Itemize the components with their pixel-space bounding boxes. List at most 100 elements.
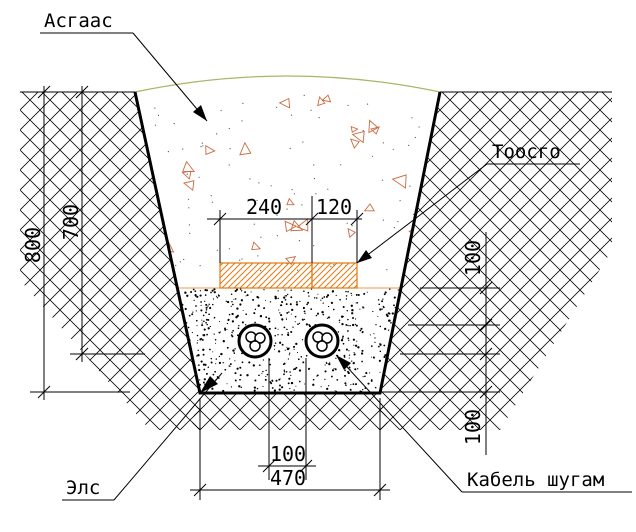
backfill-dot [313,245,315,247]
sand-grain [347,318,349,321]
sand-grain [254,379,257,382]
sand-grain [211,387,214,390]
sand-grain [344,382,347,385]
sand-grain [203,368,206,371]
sand-grain [213,288,216,291]
backfill-dot [289,147,291,150]
sand-grain [209,348,211,351]
sand-grain [294,321,296,323]
sand-grain [352,362,355,365]
sand-grain [226,329,228,331]
sand-grain [246,374,249,377]
sand-grain [305,323,308,326]
backfill-particle [285,256,297,266]
sand-grain [205,311,207,314]
backfill-particle [321,94,332,103]
backfill-dot [276,106,278,108]
backfill-dot [256,199,258,202]
sand-grain [330,301,333,304]
sand-grain [288,347,290,350]
sand-grain [277,297,280,299]
sand-grain [324,370,327,373]
sand-grain [288,311,290,313]
soil-hatch-left [20,92,200,430]
sand-grain [298,380,301,383]
sand-grain [353,344,355,346]
sand-grain [327,385,330,387]
backfill-dot [315,193,317,195]
sand-grain [317,293,319,295]
sand-grain [231,300,233,303]
sand-grain [296,352,299,354]
sand-grain [362,389,364,391]
sand-grain [350,389,352,391]
backfill-particle [278,97,291,109]
sand-grain [265,316,268,319]
sand-grain [316,297,318,299]
sand-grain [361,331,364,334]
sand-grain [207,327,210,330]
backfill-particle [368,119,379,134]
sand-grain [383,344,386,347]
sand-grain [241,361,244,364]
backfill-dot [397,221,399,223]
svg-text:100: 100 [461,240,485,276]
sand-grain [312,378,315,381]
sand-grain [301,339,304,341]
sand-grain [304,312,306,315]
backfill-dot [260,236,262,238]
sand-grain [304,383,306,385]
sand-grain [257,304,260,307]
backfill-dot [399,200,401,202]
sand-grain [340,339,344,342]
sand-grain [248,361,251,364]
sand-grain [274,327,277,330]
sand-grain [316,375,318,377]
sand-grain [197,339,199,342]
sand-grain [342,342,345,345]
sand-grain [348,357,350,359]
sand-grain [295,366,298,369]
sand-grain [361,349,364,352]
sand-grain [370,345,373,347]
sand-grain [289,387,291,390]
sand-grain [229,363,232,366]
backfill-particle [370,126,380,135]
sand-grain [337,331,340,333]
sand-grain [384,327,387,331]
sand-grain [281,334,283,336]
sand-grain [193,299,195,302]
sand-grain [207,305,209,307]
sand-grain [218,355,221,358]
backfill-dot [188,207,190,209]
sand-grain [233,352,236,354]
sand-grain [195,305,197,307]
sand-grain [313,297,316,299]
sand-grain [320,299,322,301]
backfill-dot [189,232,191,234]
backfill-dot [200,146,202,148]
sand-grain [347,330,349,332]
sand-grain [226,383,228,385]
sand-grain [215,363,217,365]
backfill-dot [302,141,304,143]
sand-grain [207,318,210,321]
sand-grain [265,299,267,301]
backfill-dot [252,198,254,200]
sand-grain [350,304,353,307]
sand-grain [215,295,218,297]
sand-grain [224,368,227,371]
sand-grain [381,300,384,303]
sand-grain [184,307,187,311]
sand-grain [315,314,318,317]
sand-grain [308,325,312,328]
sand-grain [360,352,364,355]
sand-grain [284,289,286,291]
sand-grain [214,339,217,341]
sand-grain [348,339,350,341]
sand-grain [194,290,197,293]
sand-grain [321,311,324,314]
sand-grain [277,328,279,330]
sand-grain [316,374,319,377]
